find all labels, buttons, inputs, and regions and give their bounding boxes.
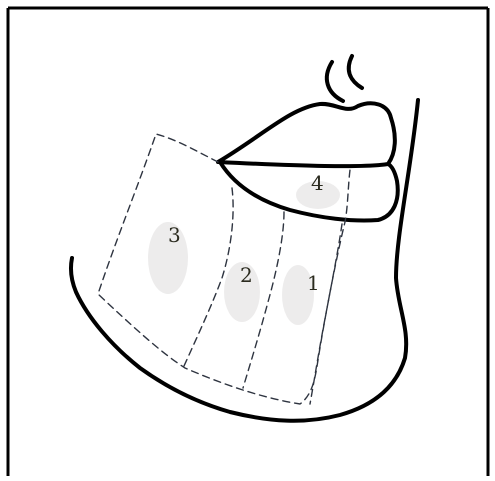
zone-label-3: 3 — [168, 223, 181, 247]
zone-label-2: 2 — [240, 263, 253, 287]
image-frame — [8, 8, 488, 476]
chin-outline — [71, 100, 418, 421]
zone-label-4: 4 — [311, 171, 324, 195]
nostril-strokes — [327, 56, 362, 101]
shading-marks — [148, 181, 340, 325]
boundary-zone-3-2 — [184, 188, 233, 366]
zone-label-1: 1 — [307, 271, 320, 295]
upper-lip-outline — [218, 103, 395, 166]
